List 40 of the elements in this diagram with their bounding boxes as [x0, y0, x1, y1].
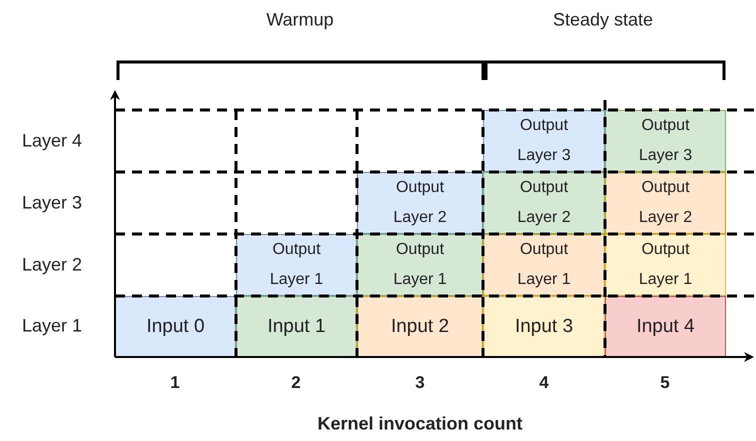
cell-text: Input 1 — [267, 316, 326, 338]
cell-text: Output Layer 1 — [516, 240, 572, 290]
axis-title: Kernel invocation count — [317, 414, 523, 434]
cell-text: Input 2 — [390, 316, 450, 338]
grid-cell — [605, 296, 726, 357]
grid-cell — [483, 296, 605, 357]
grid-cell — [605, 234, 726, 296]
cell-text: Output Layer 2 — [638, 178, 694, 228]
phase-label: Warmup — [266, 10, 334, 30]
cell-text: Output Layer 1 — [392, 240, 448, 290]
cell-text: Input 4 — [636, 316, 695, 338]
phase-label: Steady state — [552, 10, 654, 30]
cell-text: Input 0 — [146, 316, 205, 338]
cell-text: Output Layer 2 — [392, 178, 448, 228]
row-label: Layer 2 — [22, 254, 82, 276]
cell-text: Output Layer 1 — [268, 240, 324, 290]
axis-tick-label: 4 — [539, 373, 549, 393]
grid-cell — [357, 234, 483, 296]
row-label: Layer 4 — [22, 130, 82, 152]
axis-tick-label: 5 — [660, 373, 670, 393]
row-label: Layer 3 — [22, 192, 82, 214]
grid-cell — [483, 234, 605, 296]
grid-cell — [357, 172, 483, 234]
grid-cell — [483, 110, 605, 172]
cell-text: Output Layer 3 — [516, 116, 572, 166]
cell-text: Output Layer 3 — [638, 116, 694, 166]
grid-cell — [605, 172, 726, 234]
cell-text: Output Layer 2 — [516, 178, 572, 228]
grid-cell — [115, 296, 236, 357]
row-label: Layer 1 — [22, 316, 82, 336]
grid-cell — [236, 296, 357, 357]
axis-tick-label: 3 — [415, 373, 425, 393]
cell-text: Output Layer 1 — [638, 240, 694, 290]
grid-cell — [483, 172, 605, 234]
axis-tick-label: 2 — [291, 373, 301, 393]
axis-tick-label: 1 — [170, 373, 180, 393]
cell-text: Input 3 — [514, 316, 574, 338]
grid-cell — [357, 296, 483, 357]
grid-cell — [236, 234, 357, 296]
grid-cell — [605, 110, 726, 172]
